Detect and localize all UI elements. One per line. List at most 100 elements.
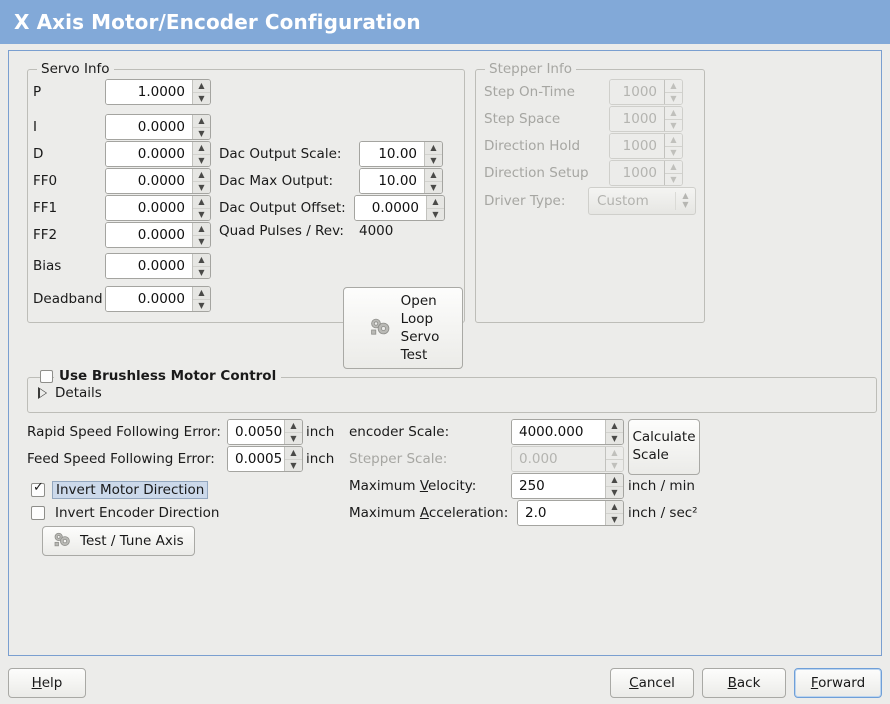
spin-up-icon[interactable]: ▲	[198, 81, 205, 90]
spin-down-icon[interactable]: ▼	[193, 208, 210, 220]
spin-down-icon[interactable]: ▼	[193, 266, 210, 278]
spin-down-icon[interactable]: ▼	[193, 235, 210, 247]
cancel-button[interactable]: Cancel	[610, 668, 694, 698]
maximum-acceleration-spinner[interactable]: ▲ ▼	[605, 501, 623, 525]
dac-output-offset-spinner[interactable]: ▲ ▼	[426, 196, 444, 220]
spin-up-icon[interactable]: ▲	[198, 255, 205, 264]
spin-up-icon[interactable]: ▲	[198, 197, 205, 206]
servo-input-deadband[interactable]: 0.0000 ▲ ▼	[105, 286, 211, 312]
feed-following-error-spinner[interactable]: ▲ ▼	[284, 447, 302, 471]
servo-value-deadband[interactable]: 0.0000	[106, 287, 192, 311]
spin-down-icon[interactable]: ▼	[427, 208, 444, 220]
dac-max-output-spinner[interactable]: ▲ ▼	[424, 169, 442, 193]
spin-up-icon[interactable]: ▲	[290, 448, 297, 457]
feed-following-error-value[interactable]: 0.0005	[228, 447, 284, 471]
spin-up-icon[interactable]: ▲	[611, 421, 618, 430]
details-expander[interactable]: Details	[38, 385, 102, 401]
invert-encoder-direction-label[interactable]: Invert Encoder Direction	[55, 505, 220, 521]
spin-up-icon[interactable]: ▲	[290, 421, 297, 430]
spin-up-icon[interactable]: ▲	[198, 143, 205, 152]
servo-spinner-ff1[interactable]: ▲ ▼	[192, 196, 210, 220]
servo-spinner-deadband[interactable]: ▲ ▼	[192, 287, 210, 311]
dac-output-offset-value[interactable]: 0.0000	[355, 196, 426, 220]
rapid-following-error-spinner[interactable]: ▲ ▼	[284, 420, 302, 444]
invert-encoder-direction-checkbox[interactable]	[31, 506, 45, 520]
spin-down-icon[interactable]: ▼	[425, 181, 442, 193]
servo-spinner-i[interactable]: ▲ ▼	[192, 115, 210, 139]
invert-encoder-direction-row[interactable]: Invert Encoder Direction	[31, 504, 222, 522]
servo-info-legend: Servo Info	[37, 61, 114, 77]
spin-down-icon[interactable]: ▼	[606, 432, 623, 444]
chevron-right-icon[interactable]	[38, 387, 47, 399]
servo-value-ff1[interactable]: 0.0000	[106, 196, 192, 220]
spin-down-icon[interactable]: ▼	[193, 127, 210, 139]
rapid-following-error-value[interactable]: 0.0050	[228, 420, 284, 444]
spin-down-icon[interactable]: ▼	[606, 486, 623, 498]
forward-button[interactable]: Forward	[794, 668, 882, 698]
servo-input-p[interactable]: 1.0000 ▲ ▼	[105, 79, 211, 105]
spin-down-icon[interactable]: ▼	[193, 154, 210, 166]
servo-input-i[interactable]: 0.0000 ▲ ▼	[105, 114, 211, 140]
servo-input-bias[interactable]: 0.0000 ▲ ▼	[105, 253, 211, 279]
spin-down-icon: ▼	[606, 459, 623, 471]
help-button[interactable]: Help	[8, 668, 86, 698]
details-label[interactable]: Details	[55, 385, 102, 401]
dac-output-scale-input[interactable]: 10.00 ▲ ▼	[359, 141, 443, 167]
servo-input-ff1[interactable]: 0.0000 ▲ ▼	[105, 195, 211, 221]
encoder-scale-spinner[interactable]: ▲ ▼	[605, 420, 623, 444]
maximum-velocity-spinner[interactable]: ▲ ▼	[605, 474, 623, 498]
servo-value-bias[interactable]: 0.0000	[106, 254, 192, 278]
servo-value-ff2[interactable]: 0.0000	[106, 223, 192, 247]
servo-spinner-ff2[interactable]: ▲ ▼	[192, 223, 210, 247]
spin-up-icon[interactable]: ▲	[432, 197, 439, 206]
use-brushless-motor-control-checkbox[interactable]	[40, 370, 53, 383]
servo-input-ff2[interactable]: 0.0000 ▲ ▼	[105, 222, 211, 248]
servo-value-d[interactable]: 0.0000	[106, 142, 192, 166]
dac-output-offset-input[interactable]: 0.0000 ▲ ▼	[354, 195, 445, 221]
spin-up-icon[interactable]: ▲	[198, 288, 205, 297]
servo-spinner-p[interactable]: ▲ ▼	[192, 80, 210, 104]
maximum-acceleration-value[interactable]: 2.0	[518, 501, 605, 525]
spin-up-icon[interactable]: ▲	[430, 143, 437, 152]
dac-max-output-value[interactable]: 10.00	[360, 169, 424, 193]
spin-down-icon[interactable]: ▼	[193, 92, 210, 104]
servo-value-ff0[interactable]: 0.0000	[106, 169, 192, 193]
dac-output-scale-value[interactable]: 10.00	[360, 142, 424, 166]
dac-output-scale-spinner[interactable]: ▲ ▼	[424, 142, 442, 166]
invert-motor-direction-label[interactable]: Invert Motor Direction	[52, 481, 209, 499]
spin-up-icon[interactable]: ▲	[611, 502, 618, 511]
spin-down-icon[interactable]: ▼	[425, 154, 442, 166]
spin-down-icon[interactable]: ▼	[285, 432, 302, 444]
open-loop-servo-test-button[interactable]: Open Loop Servo Test	[343, 287, 463, 369]
rapid-following-error-input[interactable]: 0.0050 ▲ ▼	[227, 419, 303, 445]
spin-up-icon[interactable]: ▲	[198, 116, 205, 125]
servo-value-i[interactable]: 0.0000	[106, 115, 192, 139]
spin-down-icon[interactable]: ▼	[193, 299, 210, 311]
invert-motor-direction-checkbox[interactable]	[31, 481, 45, 497]
spin-down-icon[interactable]: ▼	[606, 513, 623, 525]
encoder-scale-value[interactable]: 4000.000	[512, 420, 605, 444]
invert-motor-direction-row[interactable]: Invert Motor Direction	[31, 481, 209, 499]
spin-up-icon[interactable]: ▲	[198, 170, 205, 179]
servo-spinner-bias[interactable]: ▲ ▼	[192, 254, 210, 278]
maximum-velocity-input[interactable]: 250 ▲ ▼	[511, 473, 624, 499]
back-button[interactable]: Back	[702, 668, 786, 698]
servo-value-p[interactable]: 1.0000	[106, 80, 192, 104]
servo-spinner-d[interactable]: ▲ ▼	[192, 142, 210, 166]
spin-down-icon[interactable]: ▼	[285, 459, 302, 471]
spin-up-icon[interactable]: ▲	[611, 475, 618, 484]
maximum-velocity-value[interactable]: 250	[512, 474, 605, 498]
spin-down-icon[interactable]: ▼	[193, 181, 210, 193]
test-tune-axis-button[interactable]: Test / Tune Axis	[42, 526, 195, 556]
feed-following-error-input[interactable]: 0.0005 ▲ ▼	[227, 446, 303, 472]
servo-spinner-ff0[interactable]: ▲ ▼	[192, 169, 210, 193]
dac-max-output-input[interactable]: 10.00 ▲ ▼	[359, 168, 443, 194]
calculate-scale-button[interactable]: Calculate Scale	[628, 419, 700, 475]
encoder-scale-input[interactable]: 4000.000 ▲ ▼	[511, 419, 624, 445]
servo-input-ff0[interactable]: 0.0000 ▲ ▼	[105, 168, 211, 194]
use-brushless-motor-control-label[interactable]: Use Brushless Motor Control	[54, 368, 282, 384]
servo-input-d[interactable]: 0.0000 ▲ ▼	[105, 141, 211, 167]
maximum-acceleration-input[interactable]: 2.0 ▲ ▼	[517, 500, 624, 526]
spin-up-icon[interactable]: ▲	[430, 170, 437, 179]
spin-up-icon[interactable]: ▲	[198, 224, 205, 233]
